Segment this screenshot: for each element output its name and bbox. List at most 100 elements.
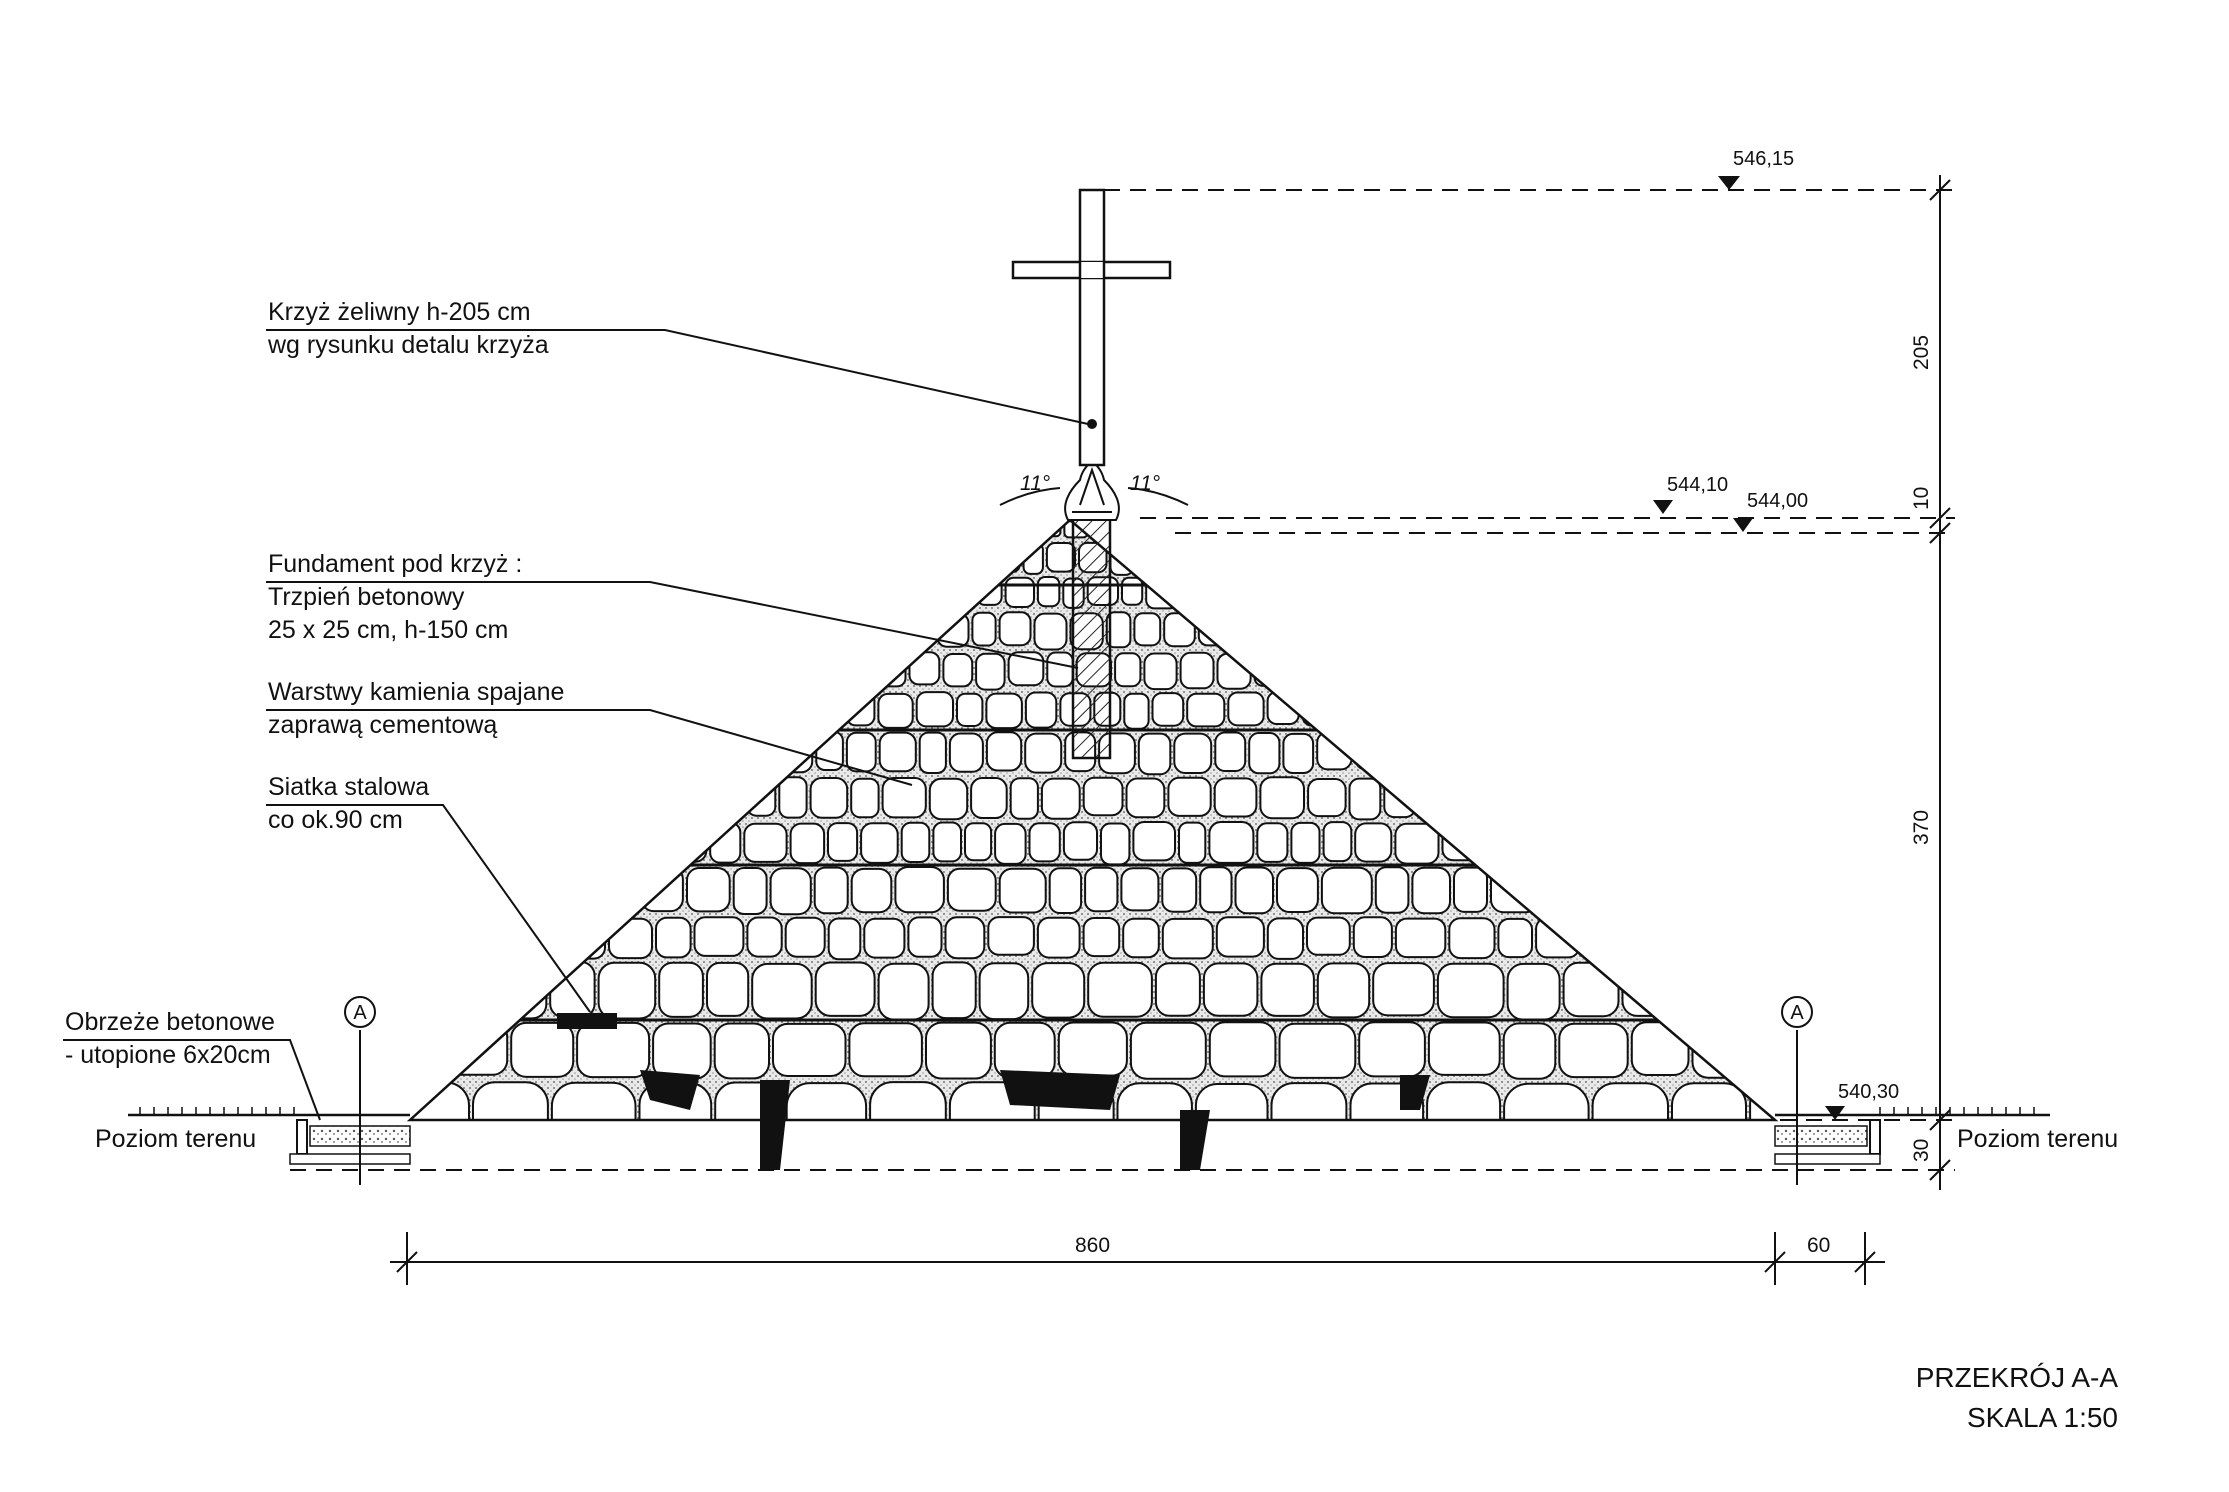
stone bbox=[1431, 612, 1460, 648]
stone bbox=[1684, 822, 1717, 865]
stone bbox=[1390, 652, 1415, 691]
stone bbox=[1161, 917, 1214, 960]
stone bbox=[978, 962, 1030, 1021]
stone bbox=[1711, 652, 1746, 688]
stone bbox=[1489, 611, 1518, 646]
stone bbox=[1582, 916, 1627, 957]
stone bbox=[1763, 776, 1775, 819]
stone bbox=[1633, 542, 1662, 573]
stone bbox=[877, 692, 914, 729]
stone bbox=[1120, 520, 1147, 539]
stone bbox=[1100, 822, 1131, 866]
stone bbox=[1372, 612, 1398, 649]
stone bbox=[410, 917, 431, 960]
stone bbox=[604, 776, 640, 818]
leader-cross bbox=[266, 329, 1089, 425]
stone bbox=[558, 917, 607, 960]
dim-cross-height: 205 bbox=[1910, 335, 1933, 370]
stone bbox=[1525, 731, 1560, 773]
stone bbox=[1744, 611, 1775, 649]
stone bbox=[1354, 822, 1393, 863]
stone bbox=[916, 577, 943, 611]
stone bbox=[1621, 731, 1656, 774]
stone bbox=[1644, 867, 1693, 915]
stone bbox=[1374, 866, 1410, 914]
stone bbox=[794, 612, 828, 649]
stone bbox=[907, 916, 943, 958]
stone bbox=[869, 1081, 947, 1120]
stone bbox=[662, 611, 687, 648]
stone bbox=[512, 520, 537, 540]
stone bbox=[1761, 576, 1775, 608]
stone bbox=[1803, 919, 1853, 958]
stone bbox=[881, 777, 927, 819]
ground-ticks bbox=[139, 1107, 2035, 1115]
stone bbox=[1173, 732, 1213, 774]
stone bbox=[1143, 652, 1178, 691]
stone bbox=[971, 611, 997, 647]
stone bbox=[645, 520, 664, 539]
stone bbox=[1479, 542, 1510, 576]
stone bbox=[877, 962, 930, 1021]
stone bbox=[1794, 578, 1819, 609]
stone bbox=[1178, 821, 1207, 864]
stone bbox=[595, 541, 619, 573]
elevation-triangle-mid-upper bbox=[1653, 500, 1673, 514]
stone bbox=[1541, 866, 1593, 913]
stone bbox=[1610, 611, 1649, 648]
stone bbox=[1784, 733, 1812, 770]
stone bbox=[466, 868, 507, 915]
stone bbox=[1640, 821, 1683, 864]
stone bbox=[848, 1022, 923, 1078]
stone bbox=[1305, 520, 1330, 540]
stone bbox=[1585, 576, 1616, 610]
stone bbox=[998, 611, 1032, 647]
stone bbox=[549, 822, 587, 864]
stone bbox=[1258, 520, 1281, 540]
stone bbox=[1741, 961, 1775, 1019]
stone bbox=[1581, 611, 1609, 649]
stone bbox=[1231, 612, 1264, 647]
stone bbox=[1394, 917, 1447, 959]
stone bbox=[528, 611, 554, 650]
stone bbox=[813, 866, 849, 915]
stone bbox=[531, 731, 569, 775]
stone bbox=[840, 520, 860, 539]
leader-layers bbox=[266, 709, 913, 786]
stone bbox=[1316, 541, 1338, 572]
stone bbox=[1259, 776, 1306, 820]
stone bbox=[620, 541, 643, 571]
stone bbox=[985, 692, 1023, 730]
stone bbox=[811, 520, 839, 539]
stone bbox=[1266, 691, 1300, 725]
label-mesh-2: co ok.90 cm bbox=[268, 806, 403, 834]
stone bbox=[1430, 576, 1463, 610]
stone bbox=[706, 541, 737, 571]
stone bbox=[850, 777, 880, 819]
stone bbox=[570, 732, 599, 773]
stone bbox=[642, 776, 677, 819]
stone bbox=[718, 651, 754, 690]
stone bbox=[849, 652, 877, 691]
stone bbox=[1621, 962, 1684, 1017]
stone bbox=[809, 777, 849, 819]
stone bbox=[1561, 732, 1589, 772]
stone bbox=[693, 916, 745, 957]
stone bbox=[1709, 611, 1743, 650]
stone bbox=[784, 916, 826, 958]
stone bbox=[751, 962, 813, 1020]
label-cross-2: wg rysunku detalu krzyża bbox=[267, 331, 549, 359]
stone bbox=[1265, 612, 1304, 650]
stone bbox=[1423, 731, 1451, 773]
label-ground-right: Poziom terenu bbox=[1957, 1125, 2118, 1153]
stone bbox=[923, 542, 945, 574]
label-curb-1: Obrzeże betonowe bbox=[65, 1008, 275, 1036]
stone bbox=[1614, 651, 1643, 690]
stone bbox=[1562, 961, 1620, 1018]
stone bbox=[1630, 1021, 1690, 1076]
stone bbox=[1464, 576, 1492, 608]
stone bbox=[1400, 576, 1429, 607]
stone bbox=[1754, 541, 1775, 574]
stone bbox=[1448, 917, 1496, 960]
stone bbox=[1035, 520, 1062, 538]
